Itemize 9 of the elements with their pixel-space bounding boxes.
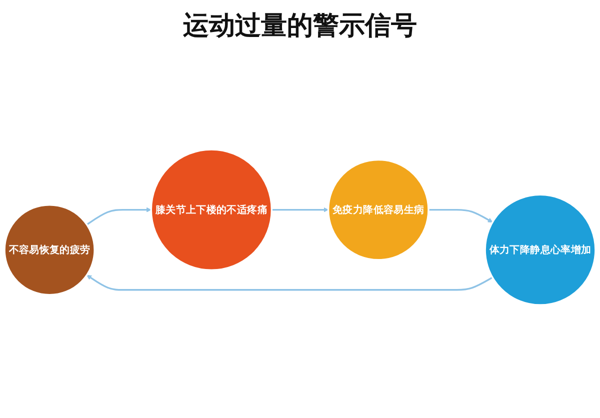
node-circle: 不容易恢复的疲劳 [4, 204, 96, 296]
node-circle: 膝关节上下楼的不适疼痛 [150, 148, 273, 271]
arrow [428, 208, 493, 222]
node-circle: 免疫力降低容易生病 [327, 158, 430, 260]
diagram-title: 运动过量的警示信号 [182, 10, 418, 43]
node-circle: 体力下降静息心率增加 [484, 194, 596, 306]
arrow [272, 207, 329, 212]
arrow [86, 274, 493, 290]
arrow [86, 207, 152, 226]
